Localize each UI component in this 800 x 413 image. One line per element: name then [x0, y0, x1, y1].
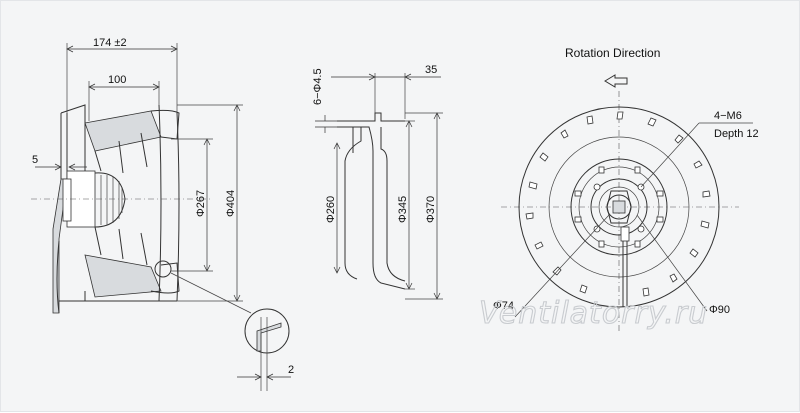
dim-dia-90: Φ90 [709, 304, 730, 316]
dim-dia-74: Φ74 [493, 300, 514, 312]
dim-width-35: 35 [425, 64, 437, 76]
depth-label: Depth 12 [714, 128, 759, 140]
dim-dia-404: Φ404 [225, 190, 237, 217]
detail-circle: 2 [237, 308, 294, 391]
inner-slots [574, 166, 664, 248]
section-view: 6−Φ4.5 35 Φ260 Φ345 [312, 64, 443, 300]
dim-overall-length: 174 ±2 [93, 37, 127, 49]
dim-dia-260: Φ260 [325, 196, 337, 223]
dim-depth-100: 100 [108, 74, 126, 86]
dim-flange-5: 5 [32, 154, 38, 166]
front-view: Rotation Direction [493, 46, 759, 333]
dim-dia-345: Φ345 [397, 196, 409, 223]
side-view: 174 ±2 100 5 [31, 37, 294, 391]
dim-dia-370: Φ370 [425, 196, 437, 223]
rotation-arrow-icon [604, 74, 628, 88]
rotation-direction-label: Rotation Direction [565, 46, 660, 60]
dim-gap-2: 2 [288, 364, 294, 376]
dim-holes: 6−Φ4.5 [312, 68, 324, 105]
dim-dia-267: Φ267 [195, 190, 207, 217]
thread-label: 4−M6 [714, 110, 742, 122]
watermark-text: Ventilatorry.ru [479, 296, 708, 331]
blade-slots [525, 111, 711, 297]
